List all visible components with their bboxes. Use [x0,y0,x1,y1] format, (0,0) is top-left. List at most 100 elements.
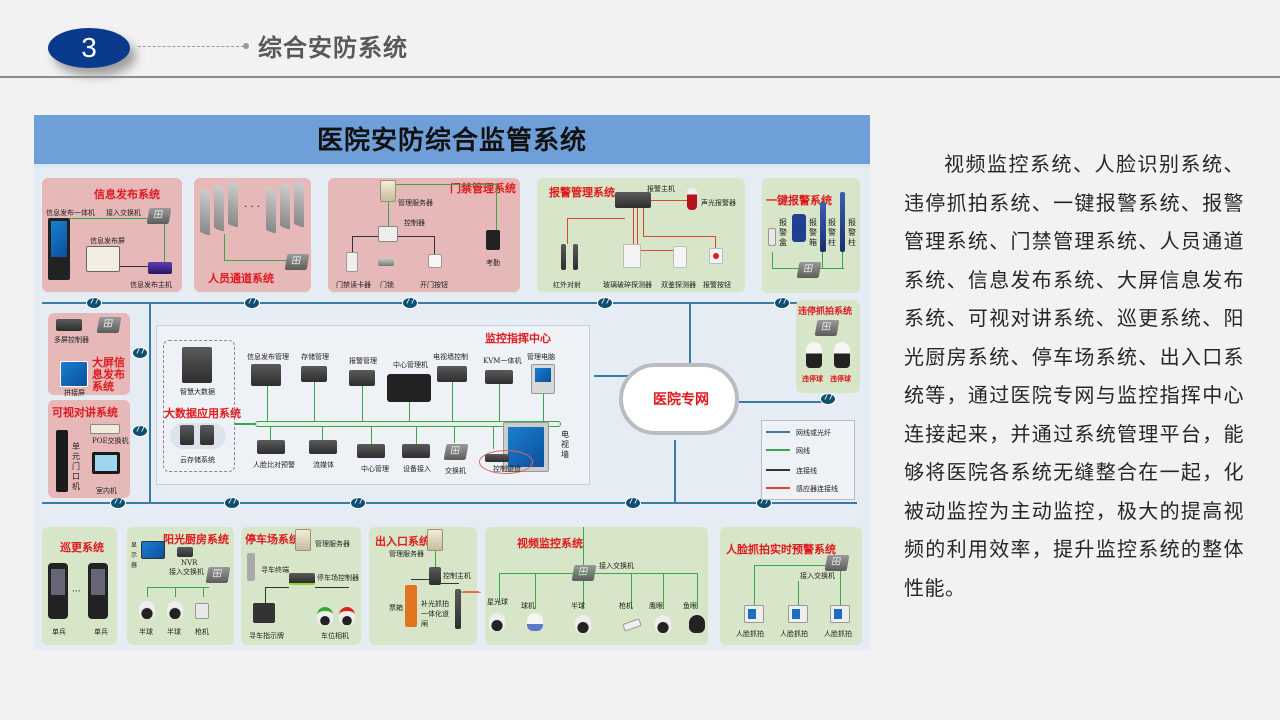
sensor-line [643,208,644,236]
management-pc-icon [531,364,555,394]
device-label: 报警柱 [848,218,856,247]
cable-line [371,427,372,445]
panel-patrol-system: 巡更系统 ··· 单兵 单兵 [42,527,117,645]
device-label: 电视墙 [561,430,569,459]
ellipsis: · · · [244,202,260,213]
device-label: 人脸抓拍 [824,630,852,638]
system-title: 报警管理系统 [549,186,615,199]
attendance-terminal-icon [486,230,500,250]
cable-line [454,427,455,443]
cable-line [822,252,823,268]
cable-line [235,423,255,425]
server-icon [295,529,311,551]
nvr-icon [177,547,193,557]
door-station-icon [56,430,68,492]
fiber-node-icon [597,296,613,309]
device-label: 门锁 [380,281,394,289]
glass-break-detector-icon [623,244,641,268]
sensor-line [567,218,625,219]
device-label: 星光球 [487,598,508,606]
cable-line [147,587,148,597]
strobe-siren-icon [687,188,697,210]
bullet-camera-icon [622,618,642,632]
device-label: 寻车终端 [261,566,289,574]
cable-line [754,565,828,566]
device-label: 报警按钮 [703,281,731,289]
cable-line [147,587,209,588]
device-label: 室内机 [96,487,117,495]
alarm-manager-icon [349,370,375,386]
sensor-line [651,200,687,201]
alarm-cabinet-icon [792,214,806,242]
device-label: 停车场控制器 [317,574,359,582]
device-label: 报警盒 [779,218,787,247]
cable-line [441,583,459,584]
device-label: 电视墙控制 [433,353,468,361]
device-label: 接入交换机 [169,568,204,576]
cable-line [499,573,500,603]
ptz-camera-icon [834,342,850,368]
cable-line [493,427,494,449]
tv-wall-controller-icon [437,366,467,382]
card-reader-icon [346,252,358,272]
cable-line [435,551,436,567]
device-label: 半球 [571,602,585,610]
device-label: 鱼眼 [683,602,697,610]
device-label: 单元门口机 [72,442,80,491]
device-label: 球机 [521,602,535,610]
control-host-icon [429,567,441,585]
legend-label: 网线 [796,447,810,455]
system-title: 一键报警系统 [766,194,832,207]
cable-line [452,382,453,421]
barrier-gate-icon [455,589,461,629]
parking-guide-sign-icon [253,603,275,623]
ticket-box-icon [405,585,417,627]
fiber-node-icon [132,424,148,437]
network-trunk-left [149,302,151,502]
device-label: 门禁读卡器 [336,281,371,289]
fiber-node-icon [132,346,148,359]
barrier-arm-icon [461,591,481,593]
cable-line [416,427,417,445]
panel-face-capture-system: 人脸抓拍实时预警系统 接入交换机 人脸抓拍 人脸抓拍 人脸抓拍 [720,527,862,645]
patrol-device-icon [88,563,108,619]
device-label: 存储管理 [301,353,329,361]
turnstile-icon [280,182,290,230]
cable-line [409,402,410,421]
cable-line [224,260,290,261]
command-center-title: 监控指挥中心 [485,332,551,345]
device-label: 违停球 [830,375,851,383]
dome-camera-icon [139,601,155,619]
panel-access-control-system: 门禁管理系统 管理服务器 控制器 门禁读卡器 门锁 开门按钮 考勤 [328,178,520,292]
switch-icon [796,262,822,278]
cable-line [203,587,204,597]
device-label: 人脸抓拍 [780,630,808,638]
hospital-network-cloud-icon: 医院专网 [619,363,739,435]
device-label: 车位相机 [321,632,349,640]
system-title: 人脸抓拍实时预警系统 [726,543,836,556]
device-label: 双鉴探测器 [661,281,696,289]
legend-label: 网线或光纤 [796,429,831,437]
cable-line [314,382,315,421]
panel-video-intercom-system: 可视对讲系统 单元门口机 POE交换机 室内机 [48,400,130,498]
switch-icon [284,254,310,270]
diagram-title: 医院安防综合监管系统 [316,126,587,156]
kiosk-display-icon [48,218,70,280]
cable-line [754,565,755,605]
patrol-device-icon [48,563,68,619]
face-capture-camera-icon [830,605,850,623]
network-backbone-top [42,302,832,304]
switch-icon [146,208,172,224]
device-label: 半球 [139,628,153,636]
cable-line [362,386,363,421]
panel-big-screen-system: 多屏控制器 拼接屏 大屏信息发布系统 [48,313,130,397]
ptz-camera-icon [527,613,543,631]
fiber-node-icon [402,296,418,309]
device-label: 接入交换机 [800,572,835,580]
bigdata-title: 大数据应用系统 [164,407,241,420]
device-label: 票箱 [389,604,403,612]
legend-swatch-sensor [766,487,790,489]
alarm-pillar-icon [820,202,826,252]
face-capture-camera-icon [744,605,764,623]
device-access-icon [402,444,430,458]
